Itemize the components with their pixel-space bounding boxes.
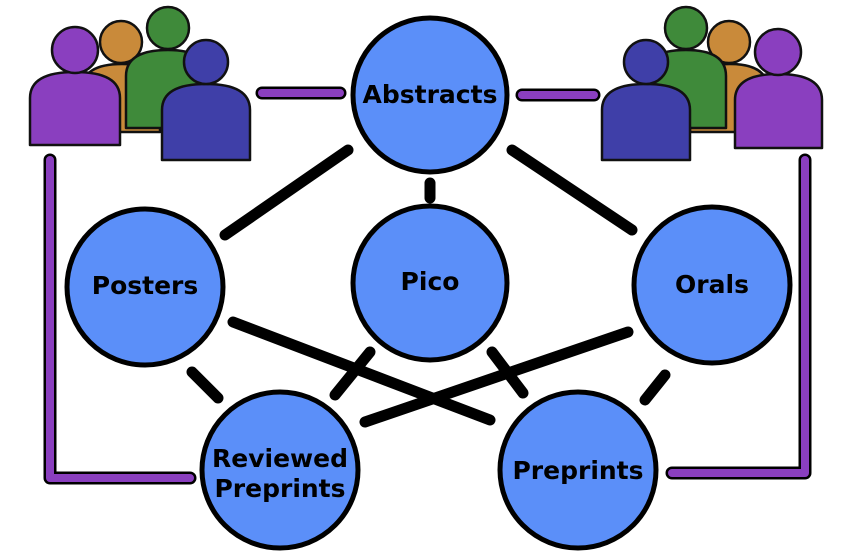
node-pico-circle (350, 203, 510, 363)
node-orals-circle (631, 204, 793, 366)
connector-orals-reviewed (359, 326, 634, 428)
node-posters-circle (64, 206, 226, 368)
person-blue-icon (160, 38, 252, 162)
node-abstracts: Abstracts (350, 15, 510, 175)
connector-posters-reviewed (186, 366, 224, 404)
node-orals-label: Orals (675, 270, 749, 299)
person-blue-icon (600, 38, 692, 162)
person-purple-icon (28, 25, 122, 147)
people-group-icon (28, 5, 252, 162)
node-posters-label: Posters (92, 271, 199, 300)
node-reviewed-preprints-label-line1: Reviewed (212, 444, 348, 473)
node-reviewed-preprints: Reviewed Preprints (199, 389, 361, 551)
connector-right-group-preprints (668, 156, 809, 477)
black-connectors (186, 144, 671, 428)
node-preprints: Preprints (497, 389, 659, 551)
purple-connectors (43, 86, 812, 485)
node-preprints-label: Preprints (512, 456, 643, 485)
node-reviewed-preprints-circle (199, 389, 361, 551)
node-orals: Orals (631, 204, 793, 366)
connector-abstracts-posters (219, 144, 354, 241)
node-reviewed-preprints-label-line2: Preprints (214, 474, 345, 503)
node-posters: Posters (64, 206, 226, 368)
node-pico: Pico (350, 203, 510, 363)
node-abstracts-label: Abstracts (363, 80, 498, 109)
connector-abstracts-orals (506, 144, 638, 236)
node-abstracts-circle (350, 15, 510, 175)
connector-pico-reviewed (329, 346, 376, 401)
person-purple-icon (733, 27, 824, 150)
people-group-icon (600, 5, 824, 162)
connector-orals-preprints (639, 369, 671, 406)
connector-left-group-reviewed (46, 156, 194, 482)
node-preprints-circle (497, 389, 659, 551)
node-pico-label: Pico (401, 267, 460, 296)
